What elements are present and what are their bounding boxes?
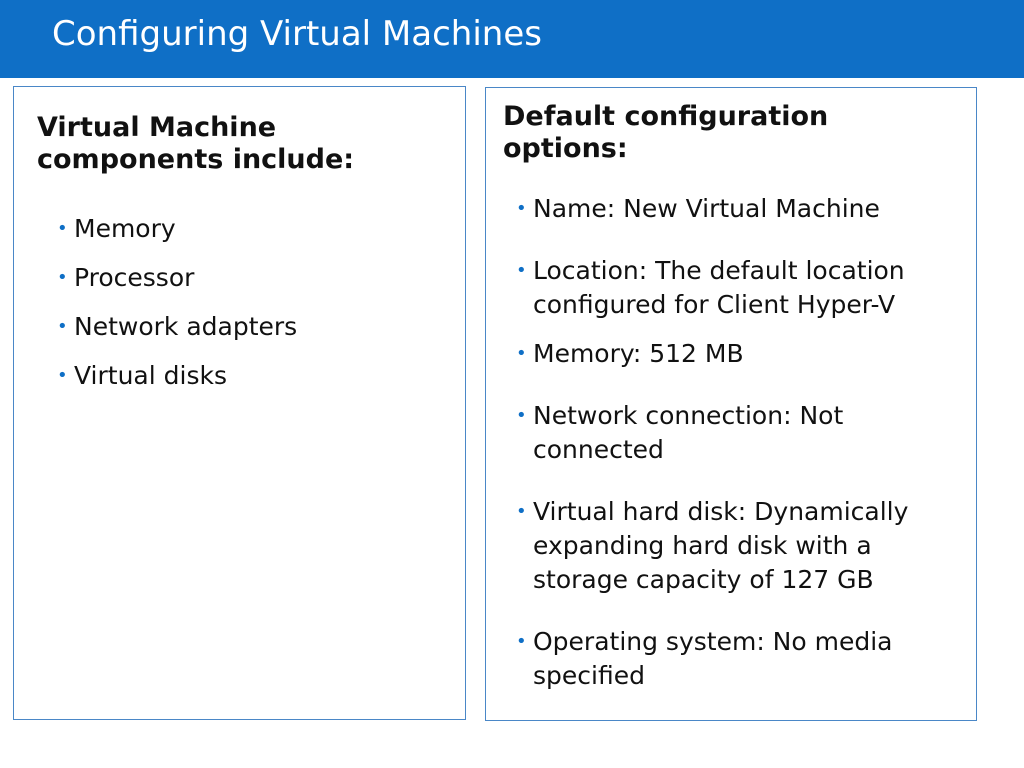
option-memory-line: Memory: 512 MB: [533, 339, 744, 368]
component-item-virtual-disks: • Virtual disks: [57, 359, 437, 408]
option-disk-line-2: expanding hard disk with a: [533, 531, 872, 560]
bullet-icon: •: [57, 316, 68, 337]
bullet-icon: •: [516, 631, 527, 652]
bullet-icon: •: [57, 267, 68, 288]
component-item-network-adapters: • Network adapters: [57, 310, 437, 359]
bullet-icon: •: [516, 260, 527, 281]
option-location-line-1: Location: The default location: [533, 256, 905, 285]
component-item-memory: • Memory: [57, 212, 437, 261]
components-heading-line-2: components include:: [37, 144, 355, 176]
bullet-icon: •: [516, 405, 527, 426]
component-item-processor: • Processor: [57, 261, 437, 310]
option-os-line-2: specified: [533, 661, 645, 690]
option-item-memory: • Memory: 512 MB: [516, 337, 961, 371]
components-heading-line-1: Virtual Machine: [37, 112, 277, 143]
option-disk-line-3: storage capacity of 127 GB: [533, 565, 874, 594]
default-options-heading: Default configuration options:: [503, 101, 913, 166]
option-network-line-1: Network connection: Not: [533, 401, 844, 430]
components-list: • Memory • Processor • Network adapters …: [57, 212, 437, 408]
component-label-processor: Processor: [74, 263, 195, 292]
bullet-icon: •: [57, 365, 68, 386]
default-options-heading-line-1: Default configuration: [503, 101, 829, 132]
option-item-location: • Location: The default location configu…: [516, 254, 961, 322]
option-network-line-2: connected: [533, 435, 664, 464]
title-bar: Configuring Virtual Machines: [0, 0, 1024, 78]
option-item-network-connection: • Network connection: Not connected: [516, 399, 961, 467]
option-location-line-2: configured for Client Hyper-V: [533, 290, 896, 319]
bullet-icon: •: [516, 501, 527, 522]
virtual-machine-components-panel: Virtual Machine components include: • Me…: [13, 86, 466, 720]
option-item-name: • Name: New Virtual Machine: [516, 192, 961, 226]
component-label-memory: Memory: [74, 214, 176, 243]
option-disk-line-1: Virtual hard disk: Dynamically: [533, 497, 909, 526]
component-label-virtual-disks: Virtual disks: [74, 361, 227, 390]
default-options-list: • Name: New Virtual Machine • Location: …: [516, 192, 961, 693]
option-os-line-1: Operating system: No media: [533, 627, 893, 656]
components-heading: Virtual Machine components include:: [37, 112, 417, 177]
bullet-icon: •: [57, 218, 68, 239]
slide-title: Configuring Virtual Machines: [52, 14, 542, 54]
option-item-operating-system: • Operating system: No media specified: [516, 625, 961, 693]
bullet-icon: •: [516, 343, 527, 364]
bullet-icon: •: [516, 198, 527, 219]
component-label-network-adapters: Network adapters: [74, 312, 298, 341]
default-options-heading-line-2: options:: [503, 133, 628, 165]
option-name-line: Name: New Virtual Machine: [533, 194, 880, 223]
default-configuration-panel: Default configuration options: • Name: N…: [485, 87, 977, 721]
option-item-virtual-hard-disk: • Virtual hard disk: Dynamically expandi…: [516, 495, 961, 597]
